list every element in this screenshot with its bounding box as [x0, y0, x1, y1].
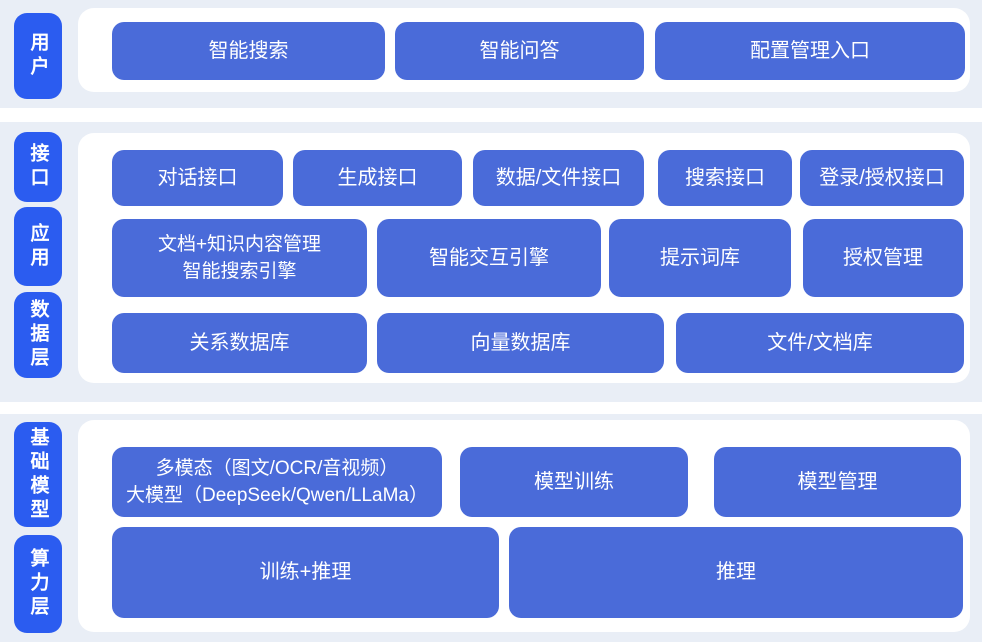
box-search-api: 搜索接口 [658, 150, 792, 206]
layer-label-compute: 算力层 [14, 535, 62, 633]
box-auth-management: 授权管理 [803, 219, 963, 297]
box-relational-db: 关系数据库 [112, 313, 367, 373]
layer-label-model: 基础模型 [14, 422, 62, 527]
box-inference: 推理 [509, 527, 963, 618]
box-interaction-engine: 智能交互引擎 [377, 219, 601, 297]
box-line: 多模态（图文/OCR/音视频） [155, 458, 399, 479]
box-login-auth-api: 登录/授权接口 [800, 150, 964, 206]
box-line: 智能搜索引擎 [182, 261, 297, 282]
box-config-entry: 配置管理入口 [655, 22, 965, 80]
box-prompt-library: 提示词库 [609, 219, 791, 297]
box-model-management: 模型管理 [714, 447, 961, 517]
box-dialog-api: 对话接口 [112, 150, 283, 206]
layer-label-interface: 接口 [14, 132, 62, 202]
box-smart-search: 智能搜索 [112, 22, 385, 80]
box-data-file-api: 数据/文件接口 [473, 150, 644, 206]
box-vector-db: 向量数据库 [377, 313, 664, 373]
box-training-inference: 训练+推理 [112, 527, 499, 618]
layer-label-user: 用户 [14, 13, 62, 99]
box-model-training: 模型训练 [460, 447, 688, 517]
box-file-doc-store: 文件/文档库 [676, 313, 964, 373]
box-doc-knowledge-search-engine: 文档+知识内容管理 智能搜索引擎 [112, 219, 367, 297]
box-smart-qa: 智能问答 [395, 22, 644, 80]
box-multimodal-llm: 多模态（图文/OCR/音视频） 大模型（DeepSeek/Qwen/LLaMa） [112, 447, 442, 517]
box-line: 文档+知识内容管理 [157, 234, 322, 255]
layer-label-application: 应用 [14, 207, 62, 286]
box-generation-api: 生成接口 [293, 150, 462, 206]
layer-label-data: 数据层 [14, 292, 62, 378]
box-line: 大模型（DeepSeek/Qwen/LLaMa） [125, 485, 428, 506]
